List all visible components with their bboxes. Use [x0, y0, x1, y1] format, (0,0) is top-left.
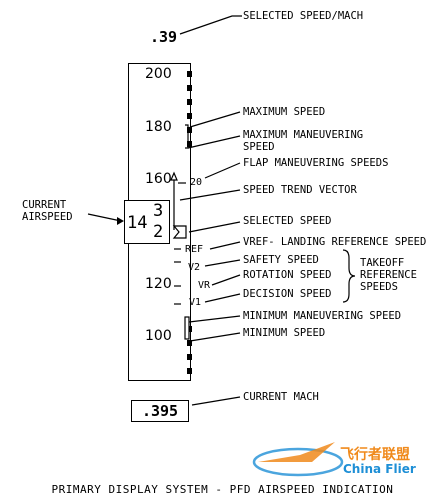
- ref-label: REF: [185, 244, 204, 255]
- min-speed-tick: [187, 340, 192, 346]
- max-speed-tick: [187, 113, 192, 119]
- annotation-takeoff-2: REFERENCE: [360, 269, 417, 281]
- annotation-minimum-speed: MINIMUM SPEED: [243, 327, 326, 339]
- watermark-cn: 飞行者联盟: [340, 447, 410, 463]
- speed-label-200: 200: [145, 66, 172, 82]
- annotation-maximum-speed: MAXIMUM SPEED: [243, 106, 326, 118]
- current-speed-upper-digit: 3: [153, 201, 164, 221]
- annotation-selected-speed: SELECTED SPEED: [243, 215, 332, 227]
- speed-label-180: 180: [145, 119, 172, 135]
- v1-label: V1: [189, 297, 202, 308]
- annotation-vref: VREF- LANDING REFERENCE SPEED: [243, 236, 427, 248]
- min-speed-tick: [187, 354, 192, 360]
- annotation-current-airspeed-1: CURRENT: [22, 199, 67, 211]
- speed-label-120: 120: [145, 276, 172, 292]
- max-speed-tick: [187, 99, 192, 105]
- annotation-rotation-speed: ROTATION SPEED: [243, 269, 332, 281]
- annotation-decision-speed: DECISION SPEED: [243, 288, 332, 300]
- vr-label: VR: [198, 280, 211, 291]
- annotation-current-airspeed-2: AIRSPEED: [22, 211, 73, 223]
- annotation-speed-trend: SPEED TREND VECTOR: [243, 184, 357, 196]
- max-speed-tick: [187, 85, 192, 91]
- current-speed-hundreds: 14: [127, 213, 148, 233]
- current-airspeed-box: 14 3 2: [124, 200, 170, 244]
- figure-caption: PRIMARY DISPLAY SYSTEM - PFD AIRSPEED IN…: [51, 483, 394, 496]
- annotation-takeoff-3: SPEEDS: [360, 281, 398, 293]
- annotation-max-maneuvering-2: SPEED: [243, 141, 275, 153]
- watermark-en: China Flier: [343, 462, 416, 476]
- selected-mach-readout: .39: [150, 28, 178, 46]
- annotation-max-maneuvering-1: MAXIMUM MANEUVERING: [243, 129, 364, 141]
- annotation-min-maneuvering: MINIMUM MANEUVERING SPEED: [243, 310, 402, 322]
- flap-20-label: 20: [190, 177, 203, 188]
- max-speed-tick: [187, 141, 192, 147]
- current-speed-lower-digit: 2: [153, 222, 164, 242]
- v2-label: V2: [188, 262, 201, 273]
- min-speed-tick: [187, 368, 192, 374]
- max-speed-tick: [187, 71, 192, 77]
- annotation-selected-speed-mach: SELECTED SPEED/MACH: [243, 10, 364, 22]
- annotation-safety-speed: SAFETY SPEED: [243, 254, 319, 266]
- current-mach-box: .395: [131, 400, 189, 422]
- speed-label-160: 160: [145, 171, 172, 187]
- annotation-flap-maneuvering: FLAP MANEUVERING SPEEDS: [243, 157, 389, 169]
- annotation-takeoff-1: TAKEOFF: [360, 257, 405, 269]
- max-speed-tick: [187, 127, 192, 133]
- annotation-current-mach: CURRENT MACH: [243, 391, 319, 403]
- speed-label-100: 100: [145, 328, 172, 344]
